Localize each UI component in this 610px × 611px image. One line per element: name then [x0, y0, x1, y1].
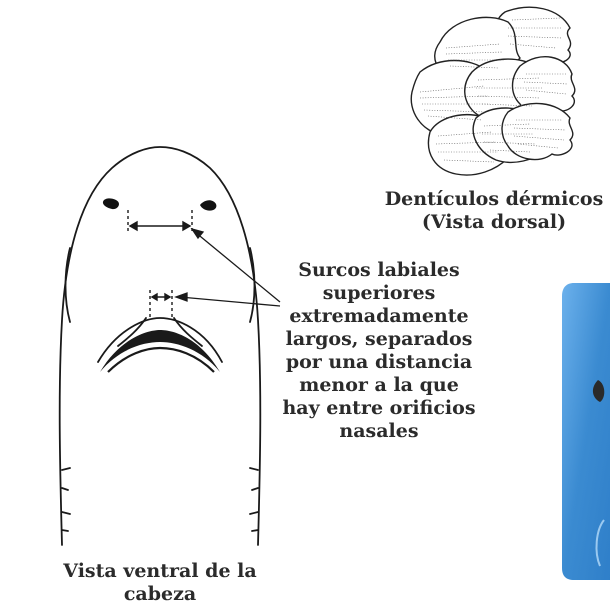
annotation-line: por una distancia: [268, 351, 490, 374]
labial-grooves-annotation: Surcos labiales superiores extremadament…: [268, 259, 490, 443]
annotation-line: extremadamente: [268, 305, 490, 328]
denticles-caption: Dentículos dérmicos (Vista dorsal): [378, 188, 610, 234]
annotation-line: superiores: [268, 282, 490, 305]
annotation-line: nasales: [268, 420, 490, 443]
caption-line: (Vista dorsal): [378, 211, 610, 234]
annotation-line: menor a la que: [268, 374, 490, 397]
caption-line: cabeza: [40, 583, 280, 606]
annotation-line: Surcos labiales: [268, 259, 490, 282]
caption-line: Vista ventral de la: [40, 560, 280, 583]
head-caption: Vista ventral de la cabeza: [40, 560, 280, 606]
photo-frame: [562, 283, 610, 580]
caption-line: Dentículos dérmicos: [378, 188, 610, 211]
annotation-line: largos, separados: [268, 328, 490, 351]
annotation-line: hay entre orificios: [268, 397, 490, 420]
